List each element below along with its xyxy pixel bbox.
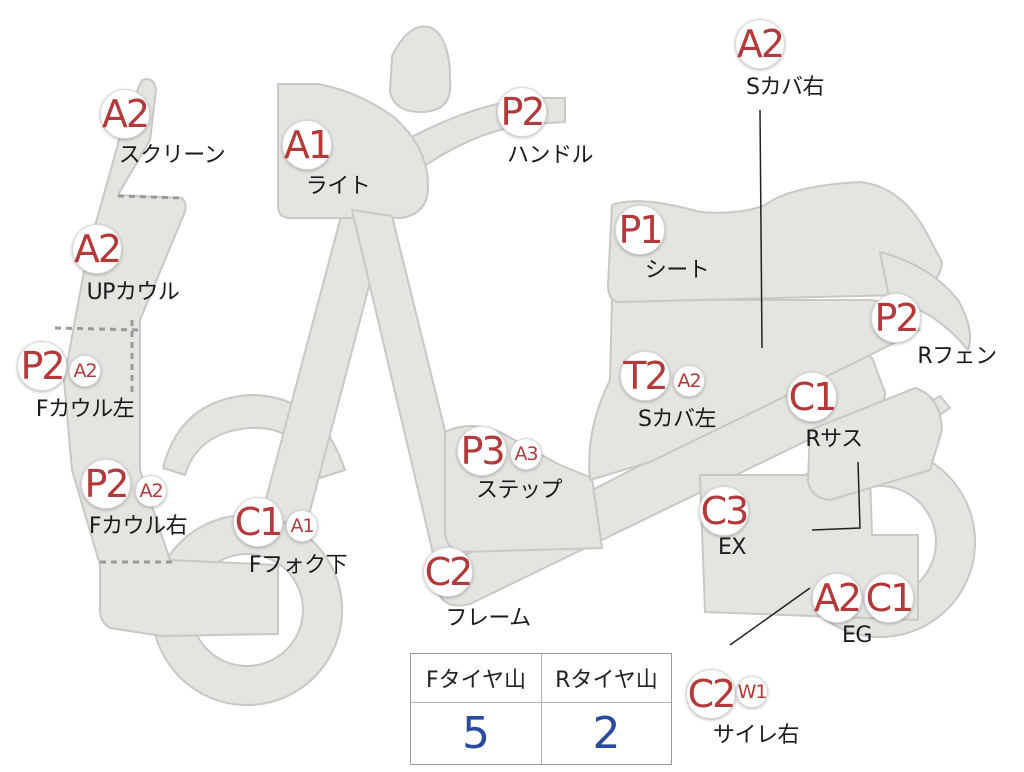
grade-badge-step-main: P3 (457, 426, 507, 476)
grade-badge-muffler-main: C2 (686, 669, 736, 719)
grade-badge-seat-main: P1 (615, 205, 665, 255)
grade-badge-eg-main-c: C1 (864, 573, 914, 623)
grade-badge-ex-main: C3 (699, 486, 749, 536)
grade-badge-fcowl-right-main: P2 (81, 459, 131, 509)
grade-badge-handle-main: P2 (497, 87, 547, 137)
grade-badge-fcowl-left-sub: A2 (69, 355, 101, 387)
grade-badge-ffork-main: C1 (233, 497, 283, 547)
tire-tread-table: Fタイヤ山 Rタイヤ山 5 2 (410, 653, 672, 765)
part-label-light: ライト (305, 174, 371, 199)
seat (607, 181, 943, 303)
grade-badge-step-sub: A3 (510, 438, 542, 470)
grade-badge-eg-main-a: A2 (812, 573, 862, 623)
grade-badge-ffork-sub: A1 (286, 510, 318, 542)
part-label-fcowl-right: Fカウル右 (88, 514, 188, 539)
leader-rsus (811, 461, 861, 531)
leader-muffler (729, 587, 811, 646)
part-label-ex: EX (718, 535, 746, 560)
table-divider (541, 654, 542, 764)
grade-badge-screen-main: A2 (100, 89, 150, 139)
grade-badge-fcowl-right-sub: A2 (135, 475, 167, 507)
part-label-scover-right: Sカバ右 (746, 75, 824, 100)
grade-badge-fcowl-left-main: P2 (17, 341, 67, 391)
part-label-scover-left: Sカバ左 (638, 407, 716, 432)
part-label-handle: ハンドル (506, 143, 594, 168)
mirror (389, 25, 452, 113)
grade-badge-frame-main: C2 (423, 547, 473, 597)
headlight (277, 83, 430, 219)
grade-badge-scover-left-main: T2 (620, 351, 670, 401)
grade-badge-upcowl-main: A2 (72, 224, 122, 274)
part-label-rfender: Rフェン (917, 344, 997, 369)
part-label-upcowl: UPカウル (86, 280, 180, 305)
grade-badge-scover-right-main: A2 (735, 19, 785, 69)
part-label-frame: フレーム (445, 606, 531, 631)
rear-tire-header: Rタイヤ山 (542, 654, 671, 703)
part-label-step: ステップ (475, 478, 563, 503)
grade-badge-rfender-main: P2 (871, 293, 921, 343)
part-label-fcowl-left: Fカウル左 (35, 397, 135, 422)
part-label-rsus: Rサス (805, 427, 863, 452)
seam-upcowl-fcowl-top (54, 326, 141, 332)
part-label-seat: シート (644, 258, 710, 283)
rear-fender (879, 251, 971, 351)
part-label-muffler: サイレ右 (712, 723, 800, 748)
front-tire-header: Fタイヤ山 (411, 654, 541, 703)
leader-scover-right (759, 109, 763, 349)
part-label-screen: スクリーン (118, 143, 226, 168)
grade-badge-muffler-sub: W1 (736, 676, 768, 708)
part-label-ffork: Fフォク下 (248, 553, 348, 578)
grade-badge-scover-left-sub: A2 (673, 365, 705, 397)
part-label-eg: EG (842, 623, 872, 648)
grade-badge-rsus-main: C1 (787, 372, 837, 422)
rear-suspension (807, 387, 943, 501)
front-tire-value: 5 (462, 707, 490, 759)
rear-tire-value: 2 (592, 707, 621, 759)
grade-badge-light-main: A1 (282, 120, 332, 170)
